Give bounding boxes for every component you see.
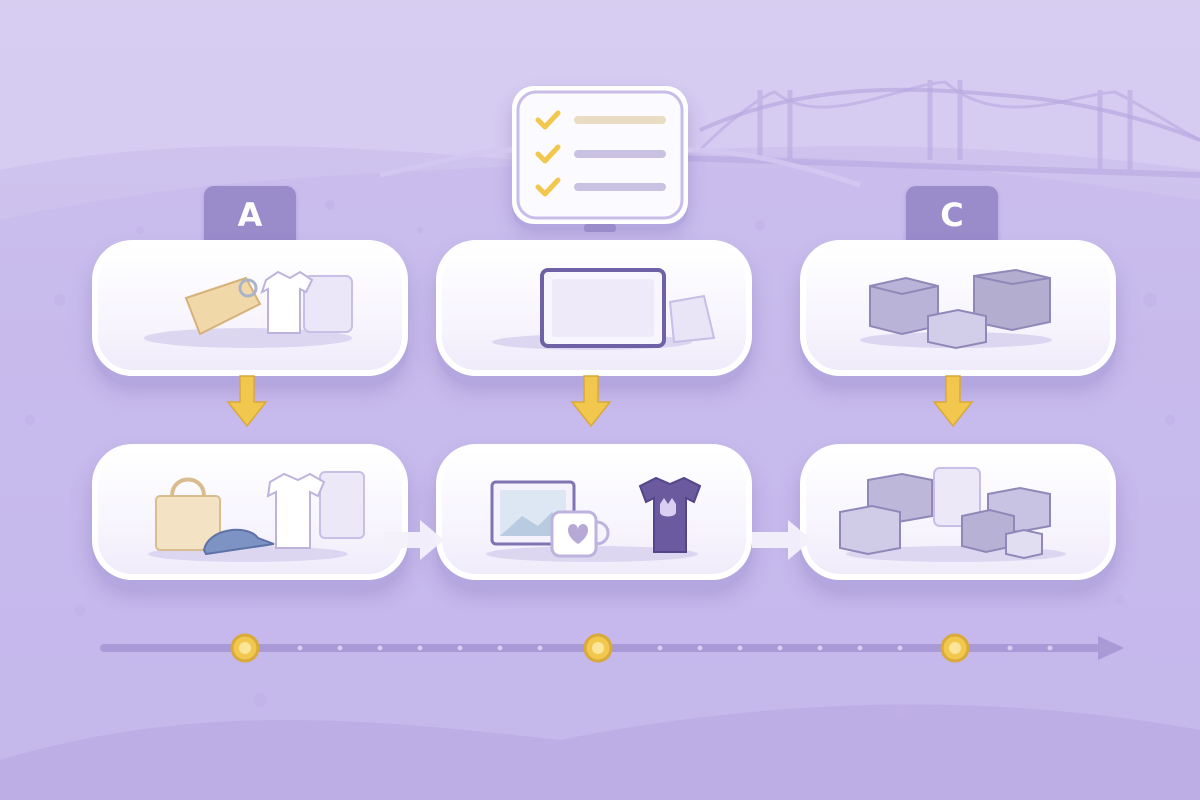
package-pile-icon [839,467,1066,562]
blank-screen-icon [492,268,716,350]
apparel-group-icon [148,471,365,562]
stage-label-a: A [204,186,296,244]
stage-a-top-card[interactable] [92,240,408,376]
stage-a-bottom-card[interactable] [92,444,408,580]
price-tag-icon [144,270,353,348]
checklist-board-icon [516,90,684,232]
stage-label-c: C [906,186,998,244]
stage-c-top-card[interactable] [800,240,1116,376]
box-stack-icon [860,268,1052,350]
checklist-board [512,86,688,232]
stage-b-bottom-card[interactable] [436,444,752,580]
stage-b-top-card[interactable] [436,240,752,376]
merch-group-icon [486,476,702,562]
stage-c-bottom-card[interactable] [800,444,1116,580]
